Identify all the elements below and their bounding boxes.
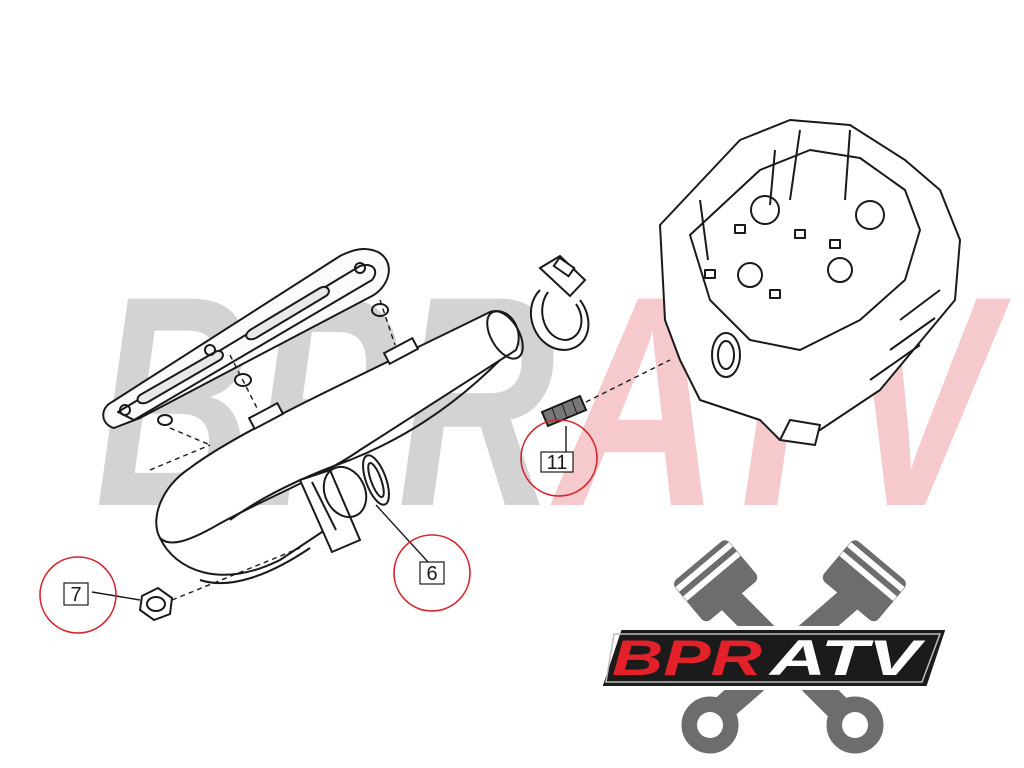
logo-text-left: BPR <box>612 630 762 686</box>
brand-logo: BPR ATV <box>597 540 951 754</box>
callout-11: 11 <box>520 419 598 497</box>
stud-bolt <box>540 359 671 428</box>
callout-ring <box>393 534 471 612</box>
gasket-plate <box>102 248 390 429</box>
logo-plate <box>597 626 951 690</box>
callout-ring <box>520 419 598 497</box>
flange-nut <box>138 547 301 622</box>
exhaust-pipe <box>149 299 524 585</box>
callout-ring <box>39 556 117 634</box>
callout-7: 7 <box>39 556 141 634</box>
gasket-ring <box>362 454 390 506</box>
logo-text-right: ATV <box>767 630 926 686</box>
callout-label: 7 <box>70 584 81 606</box>
pipe-clamp <box>530 254 590 352</box>
callout-6: 6 <box>375 504 471 612</box>
cylinder-head <box>659 119 961 446</box>
callout-label: 11 <box>547 452 568 474</box>
crossed-pistons-icon <box>674 540 906 754</box>
callout-label: 6 <box>426 563 437 585</box>
